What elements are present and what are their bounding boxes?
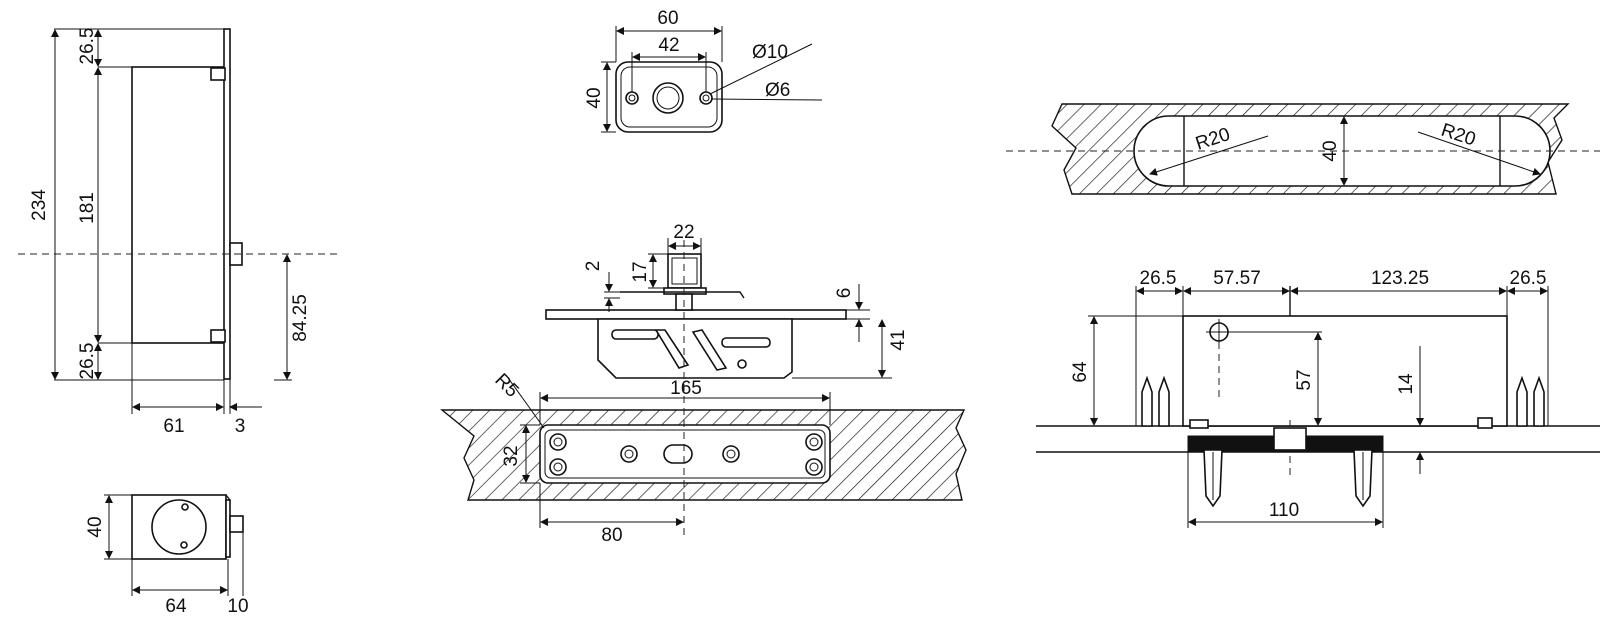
side-view-bottom-bracket [210,329,226,343]
front-view-mechanism-body [597,318,793,379]
side-view: 234 26.5 181 26.5 84.25 61 3 [18,28,340,437]
bottom-view-edge [225,494,231,501]
front-view-cover-plate-inner [544,429,826,479]
front-view: 22 17 2 6 41 165 R5 32 [440,222,967,546]
leader-line-corner-radius [505,374,545,429]
dim-plate-height: 40 [584,87,605,108]
dimension-line-left-radius [1149,135,1269,176]
dim-left-margin: 26.5 [1140,268,1177,289]
top-plate-center-hole-inner [656,86,680,110]
dim-bottom-width: 64 [165,596,187,617]
dim-width: 32 [501,445,522,466]
dim-install-center-height: 57 [1294,369,1315,390]
dim-top-offset: 26.5 [77,28,98,65]
dim-pin: 10 [227,596,248,617]
install-view-right-block [1477,417,1493,429]
dim-small-hole: Ø6 [765,80,790,101]
dim-slot-width: 40 [1320,140,1341,161]
bottom-view: 40 64 10 [85,494,249,617]
front-view-center-slot [663,444,693,464]
side-view-mounting-plate [223,28,231,380]
top-plate-left-hole [625,91,639,105]
dim-plate: 3 [235,416,246,437]
dim-corner-radius: R5 [490,370,522,402]
front-view-slots [611,329,771,371]
dim-anchor-spacing: 110 [1269,500,1299,521]
install-view: 26.5 57.57 123.25 26.5 64 57 14 110 [1036,268,1600,528]
bottom-view-hole [180,541,188,549]
install-view-box [1182,315,1508,427]
dim-left-section: 57.57 [1213,268,1261,289]
front-view-top-plate [545,309,847,320]
side-view-body [131,66,229,344]
dim-bottom-height: 40 [85,516,106,537]
dim-body-height: 41 [888,329,909,350]
dim-center-height: 84.25 [290,294,311,342]
dim-outer-width: 60 [657,8,678,29]
dim-depth: 61 [163,416,184,437]
bottom-view-pin [229,515,244,533]
dim-right-margin: 26.5 [1510,268,1547,289]
dim-bottom-offset: 26.5 [77,343,98,380]
leader-line-large-hole [709,43,813,95]
dim-length: 165 [670,378,702,399]
bottom-view-hole [181,503,189,511]
top-plate-inner [620,66,718,128]
dim-large-hole: Ø10 [752,42,788,63]
front-view-spindle-collar [663,287,707,295]
dim-gap: 2 [583,261,604,272]
dim-body-height: 181 [77,192,98,224]
dim-floor-depth: 14 [1396,373,1417,395]
install-view-center-nut [1273,427,1307,451]
top-plate-left-hole-inner [628,94,636,102]
install-view-wall-plugs [1137,375,1550,427]
top-plate-view: 60 42 40 Ø10 Ø6 [584,8,823,133]
top-plate-right-hole-inner [702,94,710,102]
front-view-cover-holes [549,433,823,476]
leader-line-small-hole [711,98,823,101]
dim-shaft-height: 17 [630,261,651,282]
bottom-view-spindle-disc [151,499,207,555]
dim-shaft-width: 22 [673,222,694,243]
install-view-anchor-bolts [1203,449,1373,508]
dim-right-section: 123.25 [1371,268,1429,289]
dim-plate-thickness: 6 [834,288,855,299]
slot-view: R20 R20 40 [1006,103,1600,195]
dim-total-height: 234 [29,189,50,221]
dim-hole-spacing: 42 [658,35,679,56]
side-view-top-bracket [210,67,226,81]
front-view-washer [620,291,745,299]
dimension-line-right-radius [1417,131,1541,176]
dim-install-height: 64 [1070,361,1091,383]
dim-center-offset: 80 [601,525,622,546]
install-view-left-block [1189,419,1209,429]
